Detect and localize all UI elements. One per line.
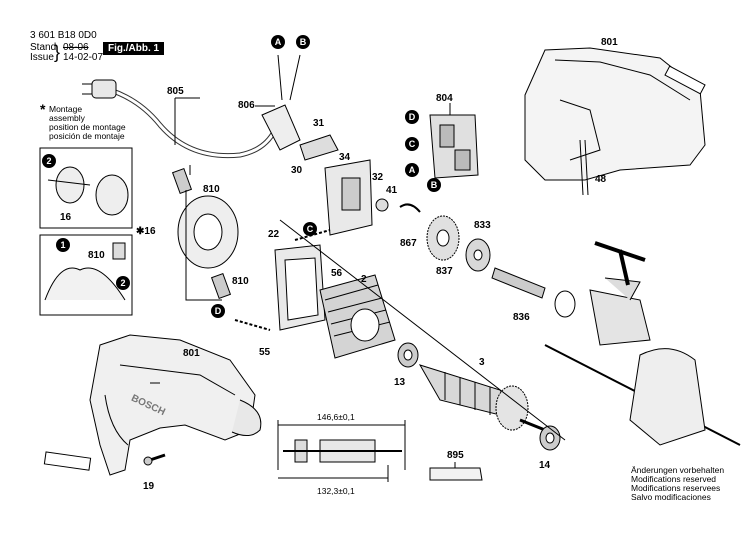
- legend-line-1: Montage: [49, 104, 83, 114]
- label-801-top: 801: [601, 37, 618, 48]
- dimension-top: 146,6±0,1: [317, 412, 355, 422]
- disclaimer-line-3: Modifications reservees: [631, 483, 721, 493]
- dimension-bottom: 132,3±0,1: [317, 486, 355, 496]
- marker-d-switch: D: [405, 110, 419, 124]
- label-16-top: 16: [60, 212, 72, 223]
- label-810-b: 810: [88, 250, 105, 261]
- label-2: 2: [361, 274, 367, 285]
- marker-a-switch: A: [405, 163, 419, 177]
- legend-line-2: assembly: [49, 113, 85, 123]
- label-30: 30: [291, 165, 303, 176]
- label-32: 32: [372, 172, 384, 183]
- label-34: 34: [339, 152, 351, 163]
- legend-star: *: [40, 101, 46, 117]
- disclaimer-line-1: Änderungen vorbehalten: [631, 465, 725, 475]
- label-804: 804: [436, 93, 453, 104]
- label-895: 895: [447, 450, 464, 461]
- marker-c-switch: C: [405, 137, 419, 151]
- figure-label: Fig./Abb. 1: [103, 42, 165, 55]
- bracket: }: [54, 42, 61, 62]
- stand-label: Stand: [30, 42, 57, 53]
- label-56: 56: [331, 268, 343, 279]
- label-810-a: 810: [203, 184, 220, 195]
- label-22: 22: [268, 229, 280, 240]
- marker-c-wire: C: [303, 222, 317, 236]
- issue-value: 14-02-07: [63, 52, 104, 63]
- label-805: 805: [167, 86, 184, 97]
- label-19: 19: [143, 481, 155, 492]
- label-801-bottom: 801: [183, 348, 200, 359]
- issue-label: Issue: [30, 52, 54, 63]
- label-810-c: 810: [232, 276, 249, 287]
- label-806: 806: [238, 100, 255, 111]
- marker-step-1-bottom: 1: [56, 238, 70, 252]
- legend-line-3: position de montage: [49, 122, 126, 132]
- label-867: 867: [400, 238, 417, 249]
- label-836: 836: [513, 312, 530, 323]
- marker-b-top: B: [296, 35, 310, 49]
- label-48: 48: [595, 174, 607, 185]
- label-14: 14: [539, 460, 551, 471]
- part-number: 3 601 B18 0D0: [30, 30, 97, 41]
- marker-step-2-bottom: 2: [116, 276, 130, 290]
- label-41: 41: [386, 185, 398, 196]
- label-833: 833: [474, 220, 491, 231]
- disclaimer-line-4: Salvo modificaciones: [631, 492, 711, 502]
- label-16-assembly: ✱16: [136, 226, 156, 237]
- label-837: 837: [436, 266, 453, 277]
- marker-b-switch: B: [427, 178, 441, 192]
- label-55: 55: [259, 347, 271, 358]
- label-3: 3: [479, 357, 485, 368]
- label-31: 31: [313, 118, 325, 129]
- marker-a-top: A: [271, 35, 285, 49]
- label-13: 13: [394, 377, 406, 388]
- legend-line-4: posición de montaje: [49, 131, 125, 141]
- marker-d-wire: D: [211, 304, 225, 318]
- stand-value: 08-06: [63, 42, 89, 53]
- disclaimer-line-2: Modifications reserved: [631, 474, 717, 484]
- marker-step-2-top: 2: [42, 154, 56, 168]
